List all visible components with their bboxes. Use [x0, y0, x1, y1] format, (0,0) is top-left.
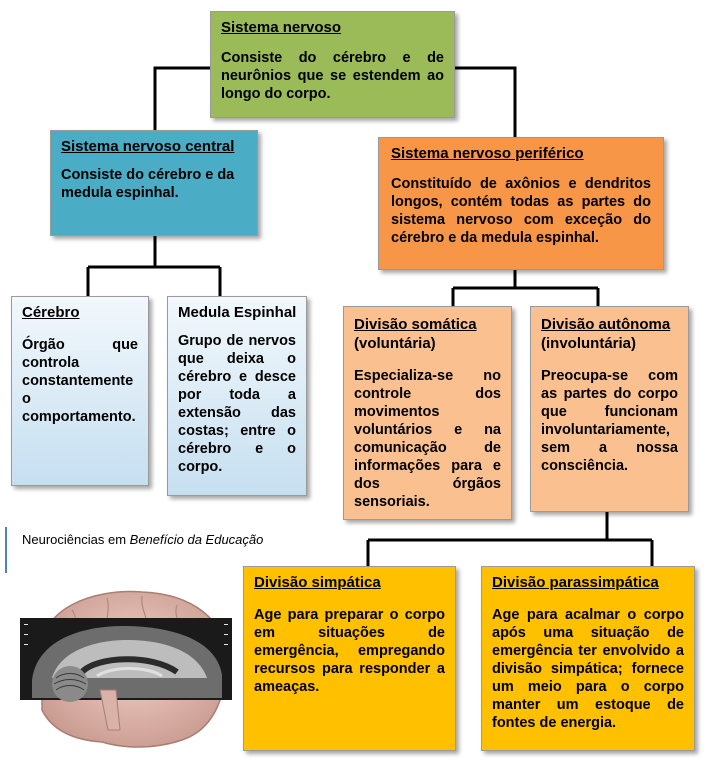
node-somatica-title: Divisão somática: [354, 315, 501, 334]
node-snp-title: Sistema nervoso periférico: [391, 144, 651, 163]
node-simpatica-title: Divisão simpática: [254, 573, 445, 592]
node-snc-body: Consiste do cérebro e da medula espinhal…: [61, 166, 247, 202]
node-medula: Medula Espinhal Grupo de nervos que deix…: [167, 296, 307, 496]
node-parassimpatica-body: Age para acalmar o corpo após uma situaç…: [492, 606, 684, 732]
node-sistema-nervoso: Sistema nervoso Consiste do cérebro e de…: [210, 11, 455, 118]
node-cerebro: Cérebro Órgão que controla constantement…: [11, 296, 149, 486]
connector-root-snc: [155, 68, 210, 130]
node-cerebro-title: Cérebro: [22, 303, 138, 322]
caption: Neurociências em Benefício da Educação: [22, 532, 263, 547]
node-somatica-subtitle: (voluntária): [354, 334, 501, 353]
node-cerebro-body: Órgão que controla constantemente o comp…: [22, 336, 138, 426]
brain-illustration: [12, 580, 240, 762]
node-parassimpatica: Divisão parassimpática Age para acalmar …: [481, 566, 695, 751]
node-simpatica: Divisão simpática Age para preparar o co…: [243, 566, 456, 751]
node-autonoma-body: Preocupa-se com as partes do corpo que f…: [541, 367, 678, 475]
node-snc-title: Sistema nervoso central: [61, 137, 247, 156]
node-autonoma-title: Divisão autônoma: [541, 315, 678, 334]
node-medula-body: Grupo de nervos que deixa o cérebro e de…: [178, 332, 296, 476]
connector-root-snp: [455, 68, 515, 137]
node-somatica: Divisão somática (voluntária) Especializ…: [343, 306, 512, 520]
node-snc: Sistema nervoso central Consiste do cére…: [50, 130, 258, 236]
node-simpatica-body: Age para preparar o corpo em situações d…: [254, 606, 445, 696]
caption-italic: Benefício da Educação: [130, 532, 264, 547]
node-sistema-nervoso-body: Consiste do cérebro e de neurônios que s…: [221, 49, 444, 103]
node-snp-body: Constituído de axônios e dendritos longo…: [391, 175, 651, 247]
caption-accent-bar: [5, 527, 7, 573]
caption-prefix: Neurociências em: [22, 532, 130, 547]
node-autonoma: Divisão autônoma (involuntária) Preocupa…: [530, 306, 689, 512]
node-snp: Sistema nervoso periférico Constituído d…: [378, 137, 664, 270]
node-autonoma-subtitle: (involuntária): [541, 334, 678, 353]
node-parassimpatica-title: Divisão parassimpática: [492, 573, 684, 592]
node-sistema-nervoso-title: Sistema nervoso: [221, 18, 444, 37]
node-somatica-body: Especializa-se no controle dos movimento…: [354, 367, 501, 511]
node-medula-title: Medula Espinhal: [178, 303, 296, 322]
